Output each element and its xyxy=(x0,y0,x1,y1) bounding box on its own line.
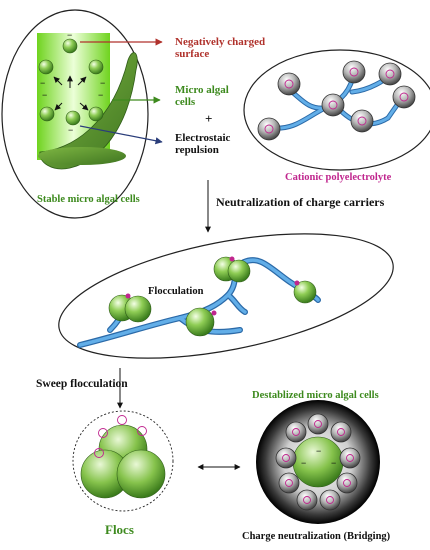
stable-cells-panel: − − − − − − xyxy=(1,9,163,219)
micro-algal-label-2: cells xyxy=(175,96,196,108)
sweep-caption: Sweep flocculation xyxy=(36,378,128,390)
plus-label: + xyxy=(205,111,212,126)
minus-sign: − xyxy=(67,30,72,40)
cationic-polyelectrolyte-panel xyxy=(243,49,430,171)
minus-sign: − xyxy=(68,125,73,135)
minus-sign: − xyxy=(100,78,105,88)
charge-neutralization-panel: − − − xyxy=(256,400,380,524)
minus-sign: − xyxy=(331,458,336,468)
charge-neutralization-caption: Charge neutralization (Bridging) xyxy=(242,531,391,542)
cationic-caption: Cationic polyelectrolyte xyxy=(285,172,392,183)
negatively-charged-label-1: Negatively charged xyxy=(175,36,265,48)
neutralization-caption: Neutralization of charge carriers xyxy=(216,195,385,209)
destabilized-caption: Destablized micro algal cells xyxy=(252,390,379,401)
negatively-charged-label-2: surface xyxy=(175,48,209,60)
stable-cells-caption: Stable micro algal cells xyxy=(37,194,140,205)
flocs-caption: Flocs xyxy=(105,522,134,537)
minus-sign: − xyxy=(316,446,321,456)
minus-sign: − xyxy=(301,458,306,468)
flocculation-caption: Flocculation xyxy=(148,286,204,297)
electrostatic-label-1: Electrostaic xyxy=(175,132,231,144)
minus-sign: − xyxy=(40,78,45,88)
electrostatic-label-2: repulsion xyxy=(175,144,219,156)
flocs-panel xyxy=(72,410,174,512)
flocculation-panel xyxy=(58,233,394,359)
micro-algal-label-1: Micro algal xyxy=(175,84,229,96)
minus-sign: − xyxy=(42,90,47,100)
minus-sign: − xyxy=(98,90,103,100)
